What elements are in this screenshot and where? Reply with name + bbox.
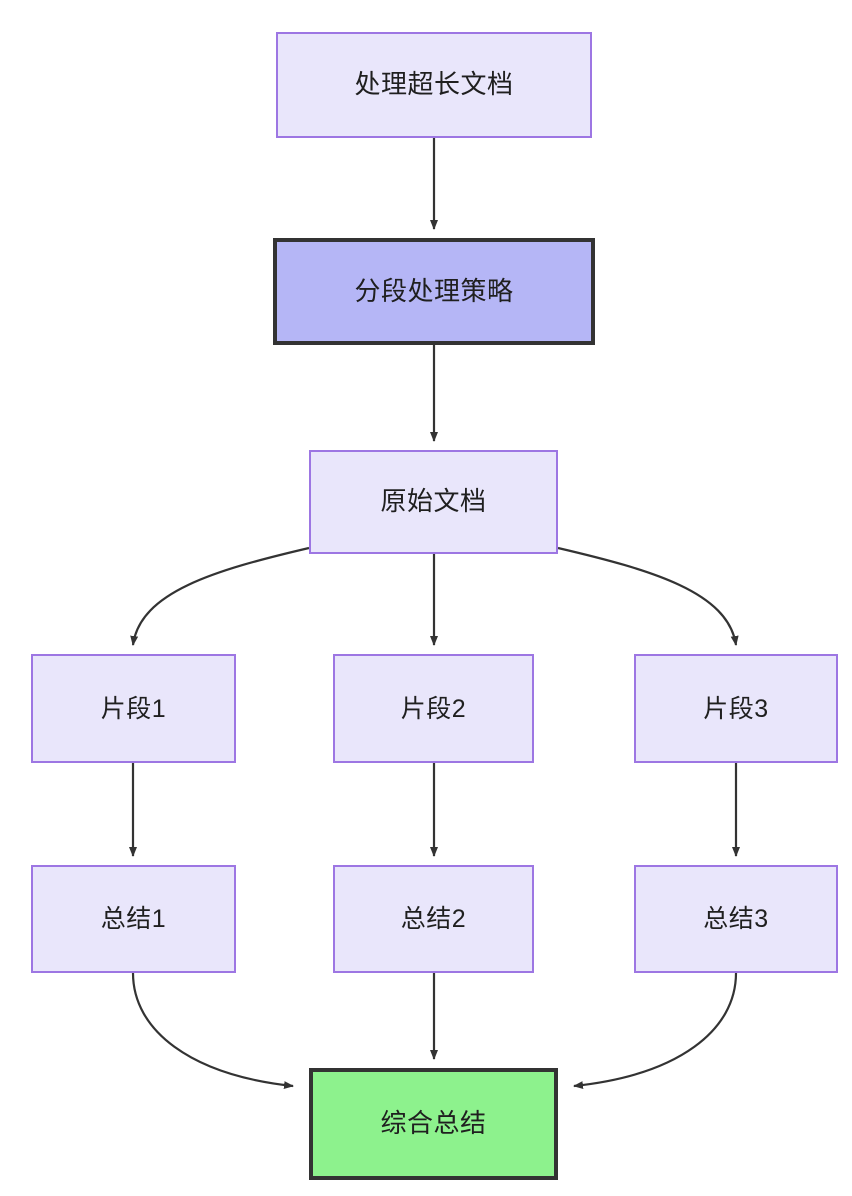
node-label: 综合总结: [380, 1108, 487, 1139]
node-label: 原始文档: [380, 486, 487, 517]
edge-sum1-to-final: [131, 972, 294, 1090]
node-segment-3[interactable]: 片段3: [634, 654, 838, 763]
node-segment-2[interactable]: 片段2: [333, 654, 534, 763]
edge-origin-to-seg3: [557, 546, 739, 646]
node-label: 总结2: [400, 905, 467, 933]
node-segment-1[interactable]: 片段1: [31, 654, 236, 763]
node-label: 总结3: [703, 905, 769, 933]
node-original-document[interactable]: 原始文档: [309, 450, 558, 554]
node-segmentation-strategy[interactable]: 分段处理策略: [273, 238, 595, 345]
node-process-long-document[interactable]: 处理超长文档: [276, 32, 592, 138]
node-comprehensive-summary[interactable]: 综合总结: [309, 1068, 558, 1180]
node-label: 片段1: [100, 694, 167, 723]
node-summary-3[interactable]: 总结3: [634, 865, 838, 973]
node-summary-2[interactable]: 总结2: [333, 865, 534, 973]
node-label: 片段2: [400, 694, 467, 723]
node-summary-1[interactable]: 总结1: [31, 865, 236, 973]
node-label: 总结1: [100, 905, 167, 933]
node-label: 处理超长文档: [354, 69, 514, 100]
edge-sum3-to-final: [573, 972, 738, 1090]
node-label: 片段3: [703, 694, 769, 723]
node-label: 分段处理策略: [354, 275, 514, 306]
edge-origin-to-seg1: [130, 546, 310, 646]
